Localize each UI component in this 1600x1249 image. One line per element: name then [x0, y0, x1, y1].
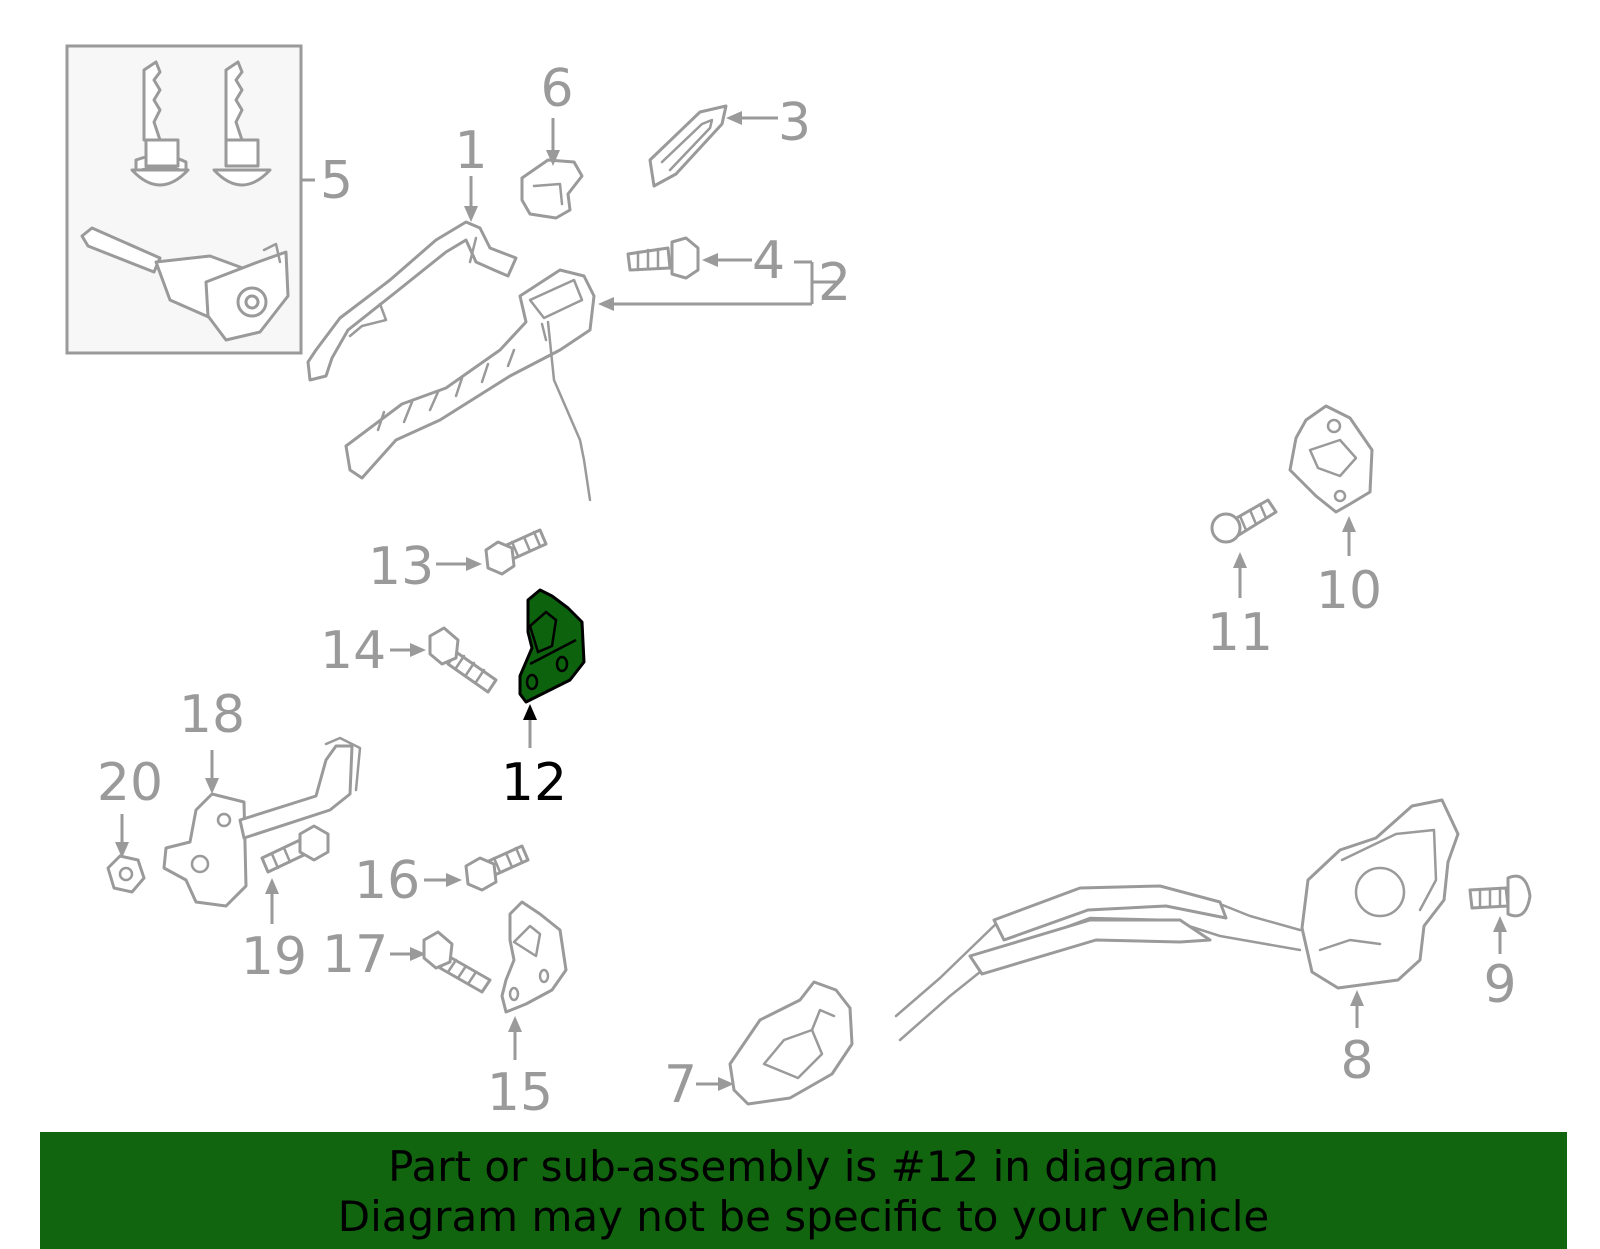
leader-lines	[115, 111, 1507, 1091]
callout-5: 5	[320, 151, 353, 211]
callout-1: 1	[454, 121, 487, 181]
key-1	[130, 60, 190, 187]
callout-2: 2	[818, 253, 851, 313]
key-2	[212, 60, 272, 187]
part-10-striker	[1288, 404, 1374, 514]
part-3-gasket	[648, 104, 728, 188]
part-16-bolt	[464, 844, 530, 892]
part-18-check-link	[162, 736, 362, 908]
callout-7: 7	[664, 1055, 697, 1115]
banner-line-part-number: Part or sub-assembly is #12 in diagram	[388, 1142, 1219, 1191]
info-banner: Part or sub-assembly is #12 in diagram D…	[40, 1132, 1567, 1249]
part-17-bolt	[422, 930, 492, 994]
callout-4: 4	[752, 231, 785, 291]
part-14-bolt	[428, 626, 498, 694]
part-7-lock-cover	[728, 980, 854, 1106]
part-12-hinge-bracket-highlighted	[518, 588, 586, 704]
part-5-lock-set	[65, 44, 315, 355]
callout-10: 10	[1316, 561, 1382, 621]
callout-11: 11	[1207, 603, 1273, 663]
callout-18: 18	[179, 685, 245, 745]
callout-3: 3	[778, 93, 811, 153]
banner-line-disclaimer: Diagram may not be specific to your vehi…	[337, 1192, 1270, 1241]
part-9-screw	[1468, 874, 1532, 918]
callout-15: 15	[487, 1063, 553, 1123]
callout-labels: 1 2 3 4 5 6 7 8 9 10 11 12 13 14 15 16 1…	[97, 59, 1517, 1123]
part-4-screw	[626, 236, 700, 280]
callout-16: 16	[354, 851, 420, 911]
callout-8: 8	[1340, 1031, 1373, 1091]
part-11-screw	[1210, 498, 1278, 544]
callout-13: 13	[368, 537, 434, 597]
callout-17: 17	[322, 925, 388, 985]
callout-6: 6	[540, 59, 573, 119]
part-8-latch-assembly	[894, 798, 1460, 1042]
lock-cylinder	[80, 226, 290, 342]
part-2-handle-bracket	[344, 268, 596, 502]
callout-9: 9	[1483, 955, 1516, 1015]
part-1-outer-handle	[306, 220, 518, 382]
part-15-hinge-bracket	[500, 900, 568, 1014]
callout-14: 14	[320, 621, 386, 681]
part-6-cap	[520, 158, 584, 220]
part-19-bolt	[260, 824, 330, 874]
callout-20: 20	[97, 753, 163, 813]
part-13-bolt	[484, 528, 548, 576]
callout-19: 19	[241, 927, 307, 987]
part-20-nut	[106, 854, 146, 894]
callout-12: 12	[501, 753, 567, 813]
